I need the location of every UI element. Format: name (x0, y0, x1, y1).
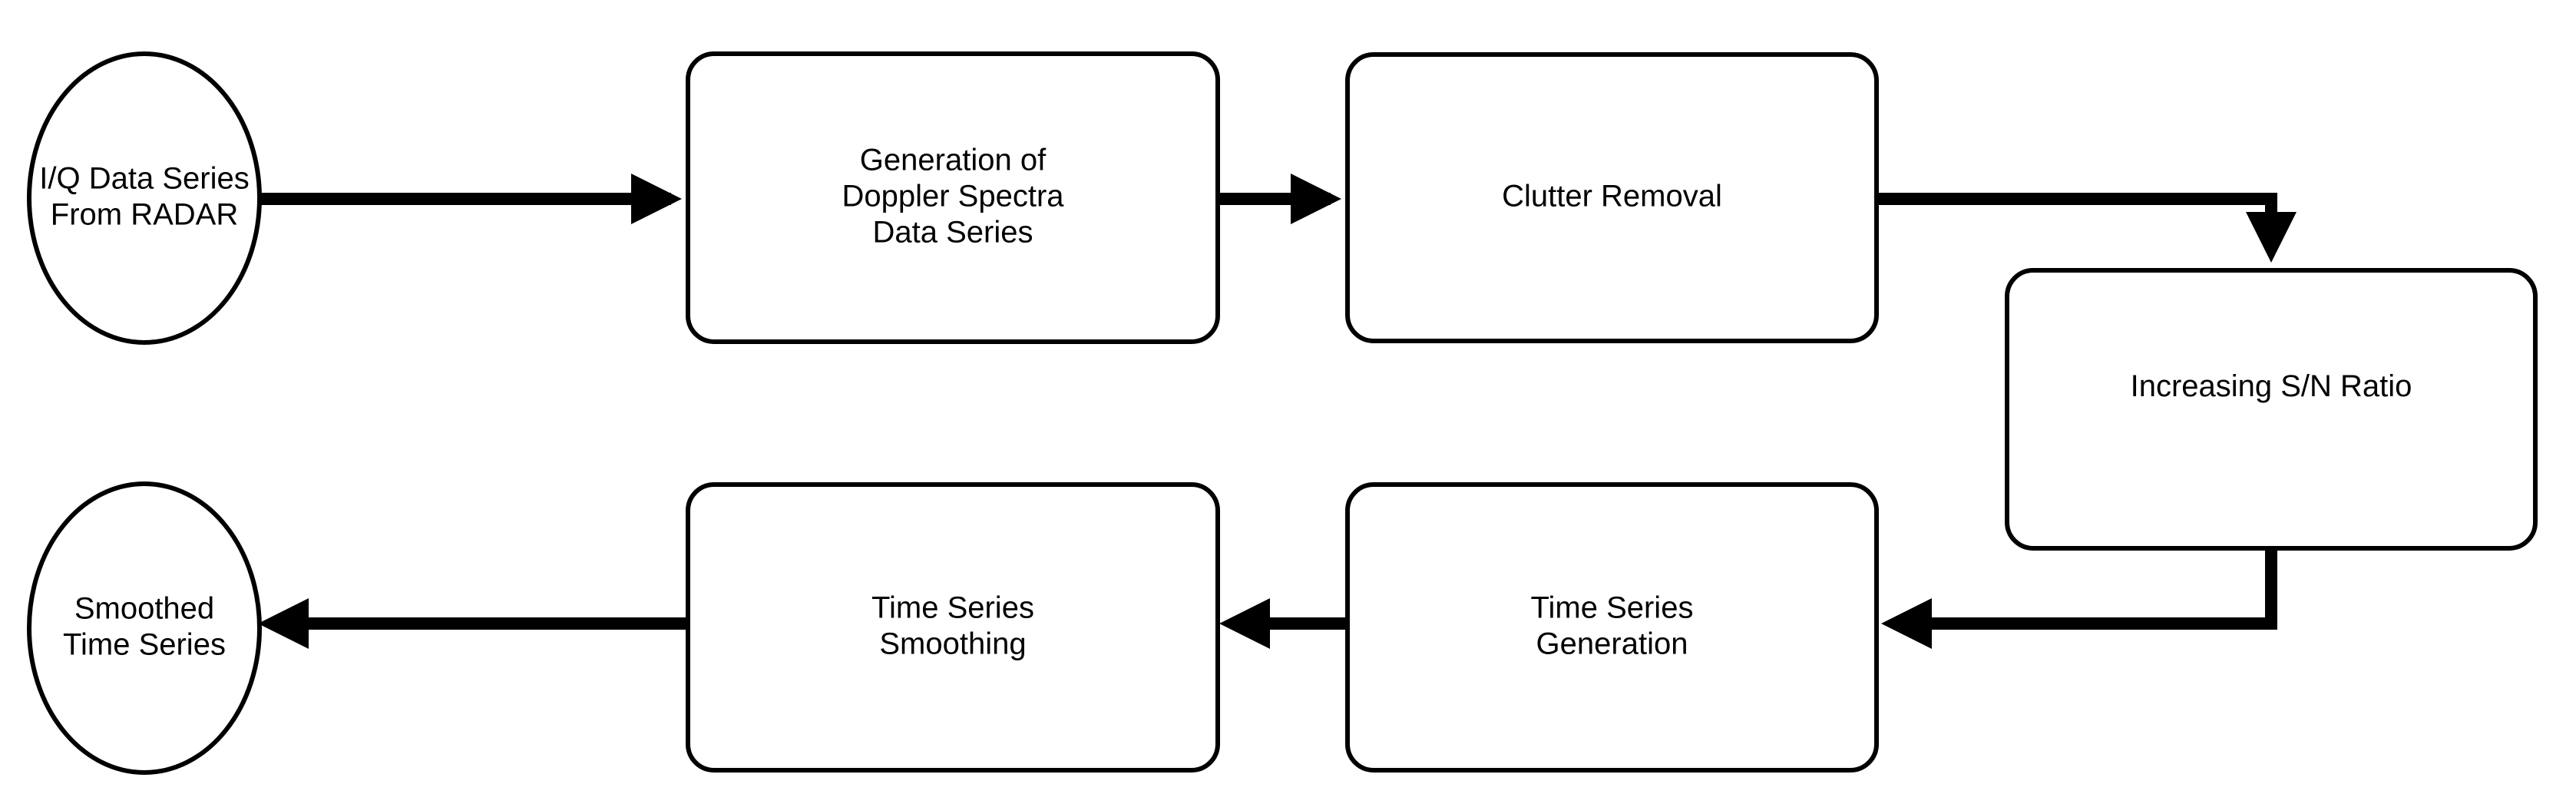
node-iq-data-series-shape (27, 51, 262, 345)
edge-smoothing-to-smoothed-arrowhead-icon (258, 598, 309, 649)
edge-doppler-to-clutter-arrowhead-icon (1291, 174, 1341, 224)
node-time-series-smoothing-label-line-1: Smoothing (879, 627, 1026, 660)
node-clutter-removal-label-line-0: Clutter Removal (1502, 179, 1722, 213)
edge-generation-to-smoothing-arrowhead-icon (1219, 598, 1270, 649)
node-time-series-smoothing-label-line-0: Time Series (871, 591, 1034, 624)
node-smoothed-time-series-shape (27, 481, 262, 775)
edge-sn-to-generation (1881, 548, 2277, 649)
node-smoothed-time-series-label-line-0: Smoothed (74, 591, 214, 625)
node-doppler-spectra-generation-label-line-0: Generation of (860, 143, 1047, 177)
edges-layer (258, 174, 2297, 649)
node-clutter-removal-label: Clutter Removal (1502, 179, 1722, 213)
edge-clutter-to-sn (1877, 193, 2297, 263)
node-iq-data-series-label-line-1: From RADAR (51, 197, 238, 231)
node-increasing-sn-ratio[interactable]: Increasing S/N Ratio (2005, 268, 2538, 551)
node-smoothed-time-series-label-line-1: Time Series (63, 627, 226, 661)
node-doppler-spectra-generation-shape (686, 51, 1220, 344)
node-time-series-smoothing-shape (686, 482, 1220, 773)
edge-smoothing-to-smoothed (258, 598, 688, 649)
node-increasing-sn-ratio-label-line-0: Increasing S/N Ratio (2131, 369, 2412, 403)
edge-doppler-to-clutter (1218, 174, 1341, 224)
edge-clutter-to-sn-arrowhead-icon (2246, 212, 2297, 263)
edge-sn-to-generation-arrowhead-icon (1881, 598, 1932, 649)
edge-generation-to-smoothing (1219, 598, 1348, 649)
edge-sn-to-generation-line (1904, 548, 2277, 630)
edge-clutter-to-sn-line (1877, 193, 2277, 238)
edge-iq-to-doppler (258, 174, 682, 224)
node-doppler-spectra-generation-label-line-2: Data Series (873, 215, 1033, 249)
node-clutter-removal[interactable]: Clutter Removal (1345, 52, 1879, 343)
node-time-series-generation-label-line-0: Time Series (1531, 591, 1694, 624)
node-iq-data-series-label-line-0: I/Q Data Series (39, 161, 249, 195)
node-increasing-sn-ratio-shape (2005, 268, 2538, 551)
node-time-series-generation-label-line-1: Generation (1536, 627, 1688, 660)
node-clutter-removal-shape (1345, 52, 1879, 343)
node-doppler-spectra-generation-label-line-1: Doppler Spectra (842, 179, 1064, 213)
node-time-series-generation-shape (1345, 482, 1879, 773)
node-increasing-sn-ratio-label: Increasing S/N Ratio (2131, 369, 2412, 403)
edge-iq-to-doppler-arrowhead-icon (631, 174, 682, 224)
